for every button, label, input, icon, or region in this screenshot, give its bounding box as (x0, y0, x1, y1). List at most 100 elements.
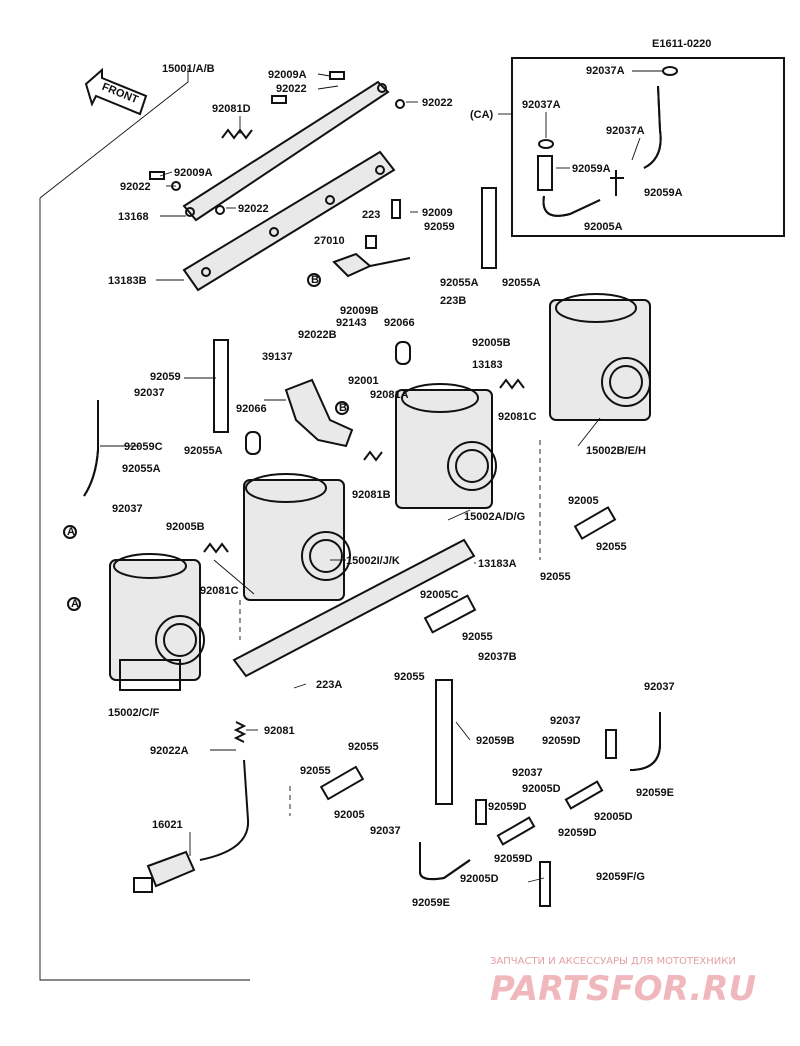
callout-label: 92009A (268, 69, 307, 81)
callout-label: 92022 (120, 181, 151, 193)
spring-92081c-right (499, 378, 525, 390)
inset-ca: (CA) 92037A 92037A 92037A 92059A 92059A … (470, 57, 785, 237)
callout-label: 92055 (348, 741, 379, 753)
callout-label: 92055 (394, 671, 425, 683)
front-arrow: FRONT (84, 67, 148, 116)
callout-label: 92009B (340, 305, 379, 317)
svg-text:A: A (67, 526, 75, 538)
callout-label: 92005D (460, 873, 499, 885)
hose-92059-upper (481, 187, 497, 269)
callout-label: 92059D (488, 801, 527, 813)
callout-label: 92066 (384, 317, 415, 329)
inset-label: 92037A (522, 99, 561, 111)
callout-label: 92022A (150, 745, 189, 757)
callout-label: 92005D (522, 783, 561, 795)
callout-label: 92081B (352, 489, 391, 501)
callout-label: 92143 (336, 317, 367, 329)
callout-label: 92037 (644, 681, 675, 693)
callout-label: 92059C (124, 441, 163, 453)
inset-label: 92059A (644, 187, 683, 199)
frame-outline-top (39, 68, 189, 199)
marker-a-1: A (63, 525, 77, 539)
svg-text:A: A (71, 598, 79, 610)
plug-92066-right (395, 341, 411, 365)
callout-label: 15002B/E/H (586, 445, 646, 457)
fuel-rail-13183a (232, 538, 476, 678)
carburetor-15002-c-f (109, 553, 205, 691)
callout-label: 27010 (314, 235, 345, 247)
frame-outline (39, 198, 250, 981)
callout-label: 92059E (636, 787, 674, 799)
callout-label: 92022 (422, 97, 453, 109)
callout-label: 92037 (112, 503, 143, 515)
svg-text:B: B (311, 274, 319, 286)
callout-label: 92037 (512, 767, 543, 779)
inset-label: 92037A (606, 125, 645, 137)
callout-label: 13168 (118, 211, 149, 223)
callout-label: 92081A (370, 389, 409, 401)
fitting-92005 (319, 765, 365, 801)
spring-92081 (233, 721, 247, 743)
callout-label: 92081C (498, 411, 537, 423)
inset-title: (CA) (470, 109, 494, 121)
callout-label: 223B (440, 295, 466, 307)
callout-label: 92005B (472, 337, 511, 349)
choke-cable-16021 (133, 759, 250, 893)
callout-label: 92055A (184, 445, 223, 457)
callout-label: 92005 (568, 495, 599, 507)
callout-label: 92009A (174, 167, 213, 179)
callout-label: 92055A (122, 463, 161, 475)
callout-label: 92059E (412, 897, 450, 909)
leader-lines (100, 73, 601, 883)
callout-label: 92022B (298, 329, 337, 341)
inset-label: 92059A (572, 163, 611, 175)
svg-text:B: B (339, 402, 347, 414)
callout-label: 92037 (134, 387, 165, 399)
callout-label: 15002A/D/G (464, 511, 525, 523)
callout-label: 223 (362, 209, 380, 221)
hose-92059b (435, 679, 453, 805)
watermark-brand: PARTSFOR.RU (490, 969, 756, 1009)
callout-label: 92059 (150, 371, 181, 383)
carburetor-15002i-j-k (243, 473, 351, 601)
callout-label: 16021 (152, 819, 183, 831)
callout-label: 92055 (540, 571, 571, 583)
screw-group (149, 71, 405, 219)
carburetor-15002a-d-g (395, 383, 497, 509)
fitting-92005c (423, 594, 477, 634)
callout-label: 92055 (300, 765, 331, 777)
callout-label: 92055A (440, 277, 479, 289)
callout-label: 92037 (370, 825, 401, 837)
callout-label: 92005B (166, 521, 205, 533)
callout-label: 92022 (238, 203, 269, 215)
hose-92059d-c (475, 799, 487, 825)
callout-label: 92066 (236, 403, 267, 415)
callout-label: 92059D (542, 735, 581, 747)
inset-label: 92005A (584, 221, 623, 233)
callout-label: 13183A (478, 558, 517, 570)
callout-label: 92059 (424, 221, 455, 233)
fuel-rail-13183b (182, 150, 396, 292)
hose-92059d-a (605, 729, 617, 759)
callout-label: 223A (316, 679, 342, 691)
marker-b-2: B (335, 401, 349, 415)
callout-label: 13183B (108, 275, 147, 287)
hose-92059d-b (564, 780, 604, 810)
spring-92081b (363, 450, 383, 462)
callout-label: 39137 (262, 351, 293, 363)
callout-label: 92059B (476, 735, 515, 747)
callout-label: 15002/C/F (108, 707, 160, 719)
callout-label: 92005D (594, 811, 633, 823)
callout-label: 92059F/G (596, 871, 645, 883)
callout-label: 92055 (596, 541, 627, 553)
linkage-39137 (284, 378, 354, 448)
marker-b-1: B (307, 273, 321, 287)
callout-label: 13183 (472, 359, 503, 371)
spring-92081c-left (203, 542, 229, 554)
callout-label: 92081 (264, 725, 295, 737)
callout-label: 92009 (422, 207, 453, 219)
callout-label: 15002I/J/K (346, 555, 400, 567)
callout-label: 92055 (462, 631, 493, 643)
diagram-code: E1611-0220 (652, 38, 711, 50)
callout-label: 92037B (478, 651, 517, 663)
